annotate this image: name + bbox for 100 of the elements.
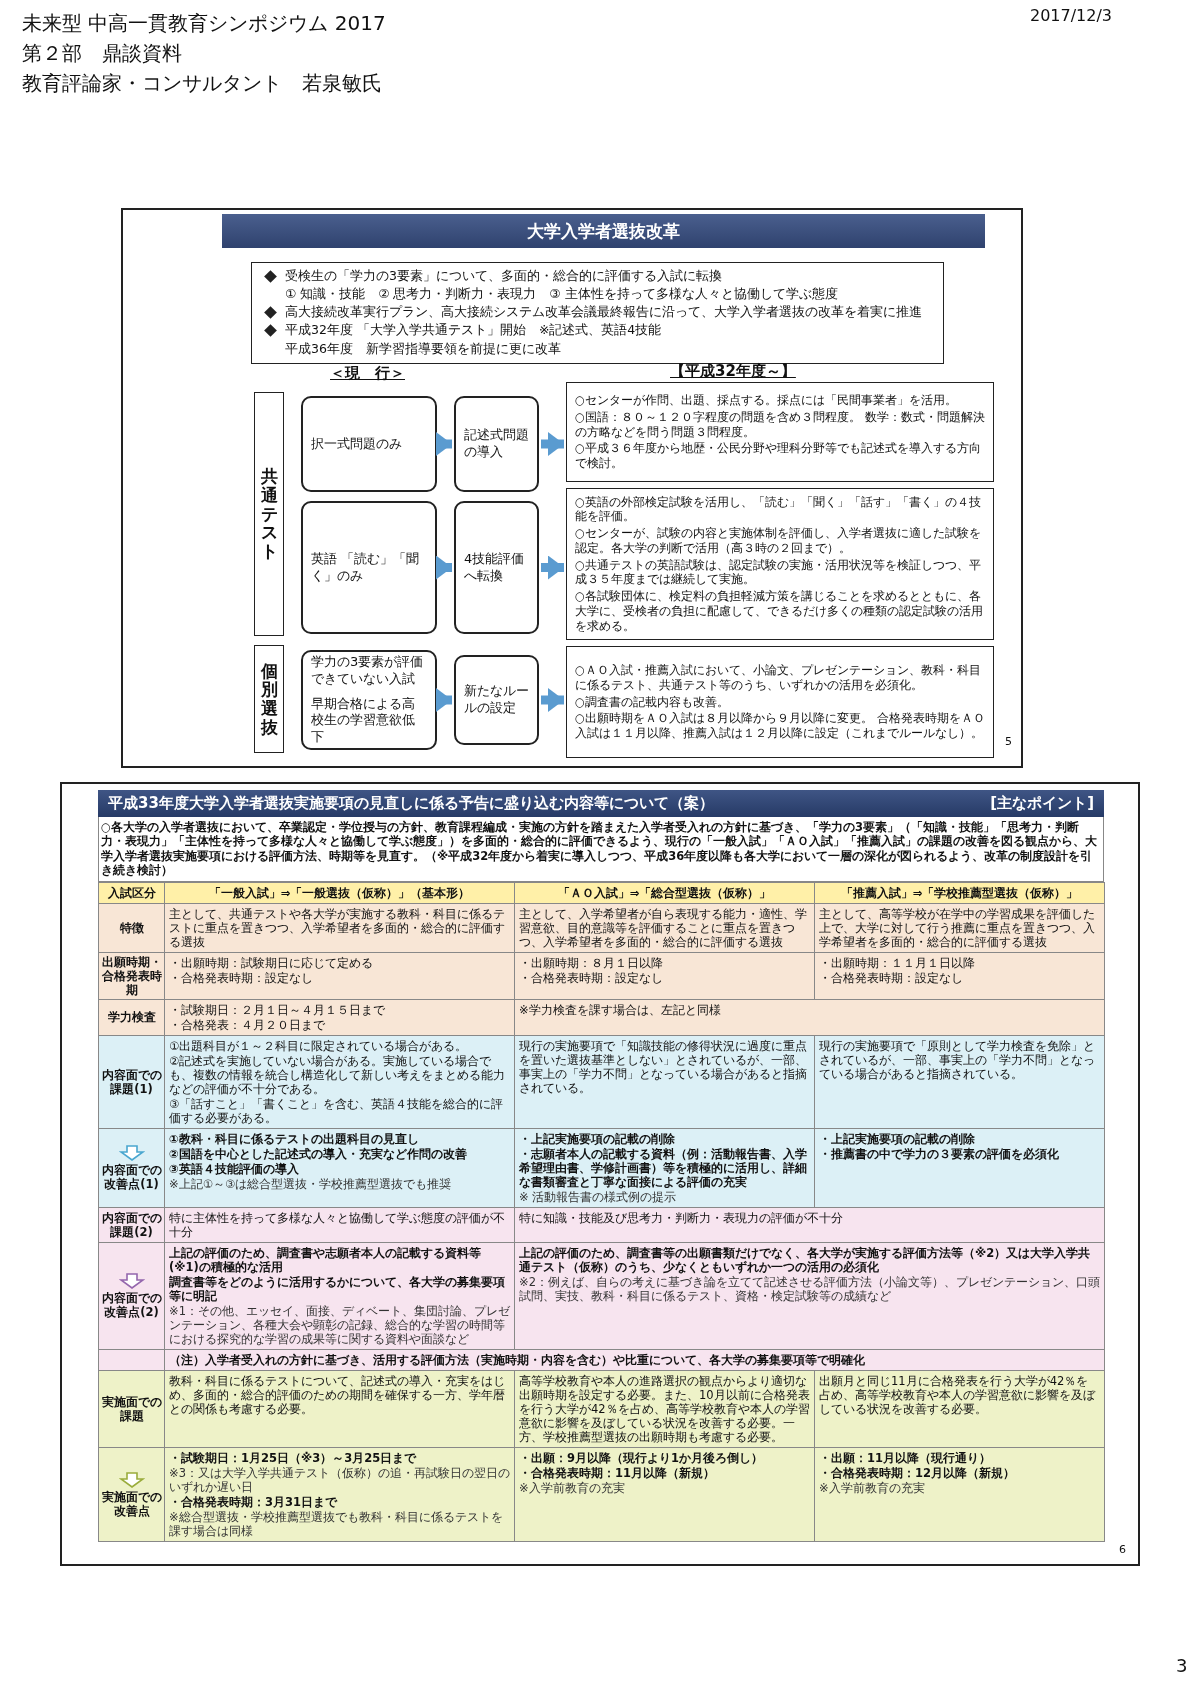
box-text: 英語 「読む」「聞く」のみ <box>311 550 421 585</box>
cell-text: ②記述式を実施していない場合がある。実施している場合でも、複数の情報を統合し構造化して新しい考えをまとめる能力などの評価が不十分である。 <box>169 1053 506 1096</box>
box-text: 4技能評価へ転換 <box>464 550 526 585</box>
cell-text: 特に主体性を持って多様な人々と協働して学ぶ態度の評価が不十分 <box>169 1210 506 1239</box>
cell-text: ・志願者本人の記載する資料（例：活動報告書、入学希望理由書、学修計画書）等を積極的に活用し、詳細な書類審査と丁寧な面接による評価の充実 <box>519 1146 808 1189</box>
cell-text: ③英語４技能評価の導入 <box>169 1161 300 1176</box>
row-header: 特徴 <box>118 920 145 935</box>
page-number: 6 <box>1119 1543 1126 1557</box>
process-box <box>454 655 539 745</box>
arrow <box>541 432 564 456</box>
cell-text: 上記の評価のため、調査書等の出願書類だけでなく、各大学が実施する評価方法等（※2）又は大学入学共通テスト（仮称）のうち、少なくともいずれか一つの活用の必須化 <box>519 1245 1092 1274</box>
cell-text: ・合格発表時期：設定なし <box>519 970 664 985</box>
description-text: ○ＡＯ入試・推薦入試において、小論文、プレゼンテーション、教科・科目に係るテスト、共通テスト等のうち、いずれかの活用を必須化。 <box>575 663 983 693</box>
cell-text: 特に知識・技能及び思考力・判断力・表現力の評価が不十分 <box>519 1210 844 1225</box>
page-number: 5 <box>1005 735 1012 748</box>
cell-text: ①出題科目が１～２科目に限定されている場合がある。 <box>169 1038 469 1053</box>
cell-text: 現行の実施要項で「原則として学力検査を免除」とされているが、一部、事実上の「学力不問」となっている場合があると指摘されている。 <box>819 1038 1096 1081</box>
column-heading: 「一般入試」⇒「一般選抜（仮称）」（基本形） <box>207 885 472 900</box>
group-label-box <box>254 645 284 753</box>
description-text: ○平成３６年度から地歴・公民分野や理科分野等でも記述式を導入する方向で検討。 <box>575 441 983 471</box>
cell-text: ③「話すこと」「書くこと」を含む、英語４技能を総合的に評価する必要がある。 <box>169 1096 505 1125</box>
box-text: 記述式問題の導入 <box>464 427 529 461</box>
cell-text: 主として、共通テストや各大学が実施する教科・科目に係るテストに重点を置きつつ、入学希望者を多面的・総合的に評価する選抜 <box>169 906 506 949</box>
row-header: 出願時期・合格発表時期 <box>100 954 163 997</box>
arrow <box>541 688 564 712</box>
slide-title: [主なポイント] <box>990 794 1094 813</box>
header-text: 第２部 鼎談資料 <box>22 40 182 67</box>
bullet-text: 平成36年度 新学習指導要領を前提に更に改革 <box>285 339 561 358</box>
slide-title: 大学入学者選抜改革 <box>527 219 680 243</box>
header-text: 2017/12/3 <box>1030 6 1113 25</box>
group-label: 個別選抜 <box>260 661 278 737</box>
group-label-box <box>254 392 284 636</box>
column-heading: ＜現 行＞ <box>330 364 405 383</box>
cell-text: ・出願：11月以降（現行通り） <box>819 1451 992 1466</box>
cell-text: ・上記実施要項の記載の削除 <box>819 1131 976 1146</box>
box-text: 学力の3要素が評価できていない入試 <box>311 653 425 688</box>
cell-text: 上記の評価のため、調査書や志願者本人の記載する資料等(※1)の積極的な活用 <box>169 1245 482 1274</box>
description-text: ○センターが作問、出題、採点する。採点には「民間事業者」を活用。 <box>575 393 959 408</box>
cell-text: ・合格発表時期：11月以降（新規） <box>519 1466 716 1481</box>
note-text: ※1：その他、エッセイ、面接、ディベート、集団討論、プレゼンテーション、各種大会や顕彰の記録、総合的な学習の時間等における探究的な学習の成果等に関する資料や面談など <box>169 1303 510 1346</box>
process-box <box>454 396 539 492</box>
box-text: 新たなルールの設定 <box>464 683 529 717</box>
slide-title: 平成33年度大学入学者選抜実施要項の見直しに係る予告に盛り込む内容等について（案） <box>108 794 714 813</box>
cell-text: ・出願時期：１１月１日以降 <box>819 955 976 970</box>
cell-text: ・合格発表時期：12月以降（新規） <box>819 1466 1016 1481</box>
note-text: ※入学前教育の充実 <box>819 1481 926 1496</box>
cell-text: ・出願：9月以降（現行より1か月後ろ倒し） <box>519 1451 764 1466</box>
arrow <box>436 688 452 712</box>
column-heading: 【平成32年度～】 <box>670 362 796 381</box>
process-box <box>301 650 437 750</box>
arrow <box>436 555 452 580</box>
cell-text: ・上記実施要項の記載の削除 <box>519 1131 676 1146</box>
page-number: 3 <box>1176 1655 1188 1676</box>
cell-text: ・推薦書の中で学力の３要素の評価を必須化 <box>819 1146 1060 1161</box>
title-banner <box>222 214 985 248</box>
bullet-text: 平成32年度 「大学入学共通テスト」開始 ※記述式、英語4技能 <box>285 321 662 340</box>
row-header: 実施面での改善点 <box>100 1489 163 1518</box>
row-header: 内容面での課題(1) <box>100 1067 163 1096</box>
cell-text: 教科・科目に係るテストについて、記述式の導入・充実をはじめ、多面的・総合的評価のための期間を確保する一方、学年暦との関係も考慮する必要。 <box>169 1373 506 1416</box>
bullet-text: 受検生の「学力の3要素」について、多面的・総合的に評価する入試に転換 <box>285 267 722 285</box>
header-text: 未来型 中高一貫教育シンポジウム 2017 <box>22 10 386 37</box>
row-header: 入試区分 <box>106 885 157 900</box>
title-banner <box>98 790 1104 817</box>
cell-text: （注）入学者受入れの方針に基づき、活用する評価方法（実施時期・内容を含む）や比重について、各大学の募集要項等で明確化 <box>169 1352 866 1367</box>
description-text: ○調査書の記載内容も改善。 <box>575 694 731 710</box>
cell-text: 出願月と同じ11月に合格発表を行う大学が42％を占め、高等学校教育や本人の学習意欲に影響を及ぼしている状況を改善する必要。 <box>819 1373 1097 1416</box>
cell-text: ・合格発表時期：3月31日まで <box>169 1495 339 1510</box>
note-text: ※3：又は大学入学共通テスト（仮称）の追・再試験日の翌日のいずれか遅い日 <box>169 1466 510 1495</box>
cell-text: ・合格発表時期：設定なし <box>819 970 964 985</box>
box-text: 早期合格による高校生の学習意欲低下 <box>311 695 416 747</box>
cell-text: 調査書等をどのように活用するかについて、各大学の募集要項等に明記 <box>169 1274 506 1303</box>
cell-text: ・試験期日：1月25日（※3）～3月25日まで <box>169 1451 418 1466</box>
cell-text: 現行の実施要項で「知識技能の修得状況に過度に重点を置いた選抜基準としない」とされているが、一部、事実上の「学力不問」となっている場合があると指摘されている。 <box>519 1038 808 1095</box>
description-text: ○各試験団体に、検定料の負担軽減方策を講じることを求めるとともに、各大学に、受検者の負担に配慮して、できるだけ多くの種類の認定試験の活用を求める。 <box>575 589 984 634</box>
cell-text: ・出願時期：試験期日に応じて定める <box>169 955 374 970</box>
row-header: 内容面での課題(2) <box>100 1210 163 1239</box>
row-header: 実施面での課題 <box>100 1395 163 1423</box>
description-text: ○センターが、試験の内容と実施体制を評価し、入学者選抜に適した試験を認定。各大学の判断で活用（高３時の２回まで）。 <box>575 526 983 556</box>
row-header: 内容面での改善点(1) <box>100 1162 163 1191</box>
cell-text: 高等学校教育や本人の進路選択の観点からより適切な出願時期を設定する必要。また、10月以前に合格発表を行う大学が42％を占め、高等学校教育や本人の学習意欲に影響を及ぼしている状況を改善する必要。一方、学校推薦型選抜の出願時期も考慮する必要。 <box>519 1373 810 1445</box>
bullet-text: 高大接続改革実行プラン、高大接続システム改革会議最終報告に沿って、大学入学者選抜の改革を着実に推進 <box>285 303 922 322</box>
intro-text: ○各大学の入学者選抜において、卒業認定・学位授与の方針、教育課程編成・実施の方針を踏まえた入学者受入れの方針に基づき、「学力の3要素」（「知識・技能」「思考力・判断力・表現力」「主体性を持って多様な人々と協働して学ぶ態度」）を多面的・総合的に評価できるよう、現行の「一般入試」「ＡＯ入試」「推薦入試」の課題の改善を図る観点から、大学入学者選抜実施要項における評価方法、時期等を見直す。（※平成32年度から着実に導入しつつ、平成36年度以降も各大学において一層の深化が図られるよう、改革の制度設計を引き続き検討） <box>98 817 1104 882</box>
description-text: ○国語：８０～１２０字程度の問題を含め３問程度。 数学：数式・問題解決の方略などを問う問題３問程度。 <box>575 409 985 440</box>
summary-box <box>251 262 944 364</box>
bullet-text: ① 知識・技能 ② 思考力・判断力・表現力 ③ 主体性を持って多様な人々と協働して学ぶ態度 <box>285 285 838 304</box>
cell-text: 主として、入学希望者が自ら表現する能力・適性、学習意欲、目的意識等を評価することに重点を置きつつ、入学希望者を多面的・総合的に評価する選抜 <box>519 906 808 949</box>
cell-text: ・合格発表：４月２０日まで <box>169 1017 326 1032</box>
arrow <box>436 432 452 456</box>
cell-text: ・合格発表時期：設定なし <box>169 970 314 985</box>
cell-text: ・試験期日：２月１日～４月１５日まで <box>169 1002 386 1017</box>
cell-text: ・出願時期：８月１日以降 <box>519 955 664 970</box>
note-text: ※上記①～③は総合型選抜・学校推薦型選抜でも推奨 <box>169 1176 453 1191</box>
cell-text: ①教科・科目に係るテストの出題科目の見直し <box>169 1131 420 1146</box>
note-text: ※入学前教育の充実 <box>519 1481 626 1496</box>
description-box <box>566 382 994 482</box>
description-text: ○共通テストの英語試験は、認定試験の実施・活用状況等を検証しつつ、平成３５年度までは継続して実施。 <box>575 557 983 588</box>
cell-text: ※学力検査を課す場合は、左記と同様 <box>519 1002 722 1017</box>
process-box <box>454 501 539 634</box>
cell-text: 主として、高等学校が在学中の学習成果を評価した上で、大学に対して行う推薦に重点を置きつつ、入学希望者を多面的・総合的に評価する選抜 <box>819 906 1096 949</box>
description-box <box>566 646 994 758</box>
